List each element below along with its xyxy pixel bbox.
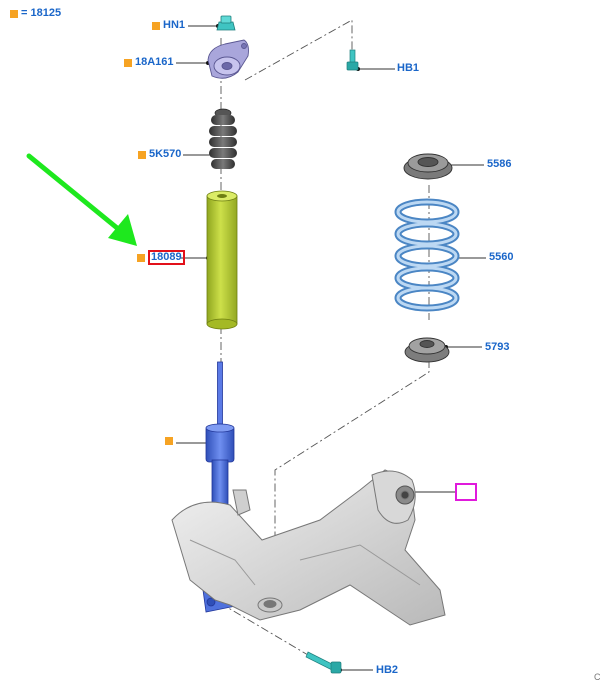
- shock-sleeve-part: [206, 190, 238, 330]
- callout-label-highlighted: 18089: [148, 250, 185, 265]
- green-arrow-icon: [26, 153, 137, 246]
- callout-bump-stop[interactable]: 5K570: [138, 148, 181, 161]
- callout-label: 18A161: [135, 56, 174, 68]
- callout-lower-seat[interactable]: 5793: [485, 341, 509, 354]
- legend-header: = 18125: [10, 7, 61, 20]
- bolt-hb2-part: [305, 651, 342, 674]
- spring-highlight: [396, 200, 458, 310]
- callout-spring[interactable]: 5560: [489, 251, 513, 264]
- marker-square-icon: [137, 253, 145, 262]
- leader-lines: [176, 25, 486, 671]
- top-mount-part: [207, 39, 249, 79]
- nut-part: [216, 15, 236, 31]
- callout-label: HB1: [397, 62, 420, 74]
- marker-square-icon: [152, 21, 160, 30]
- upper-seat-part: [403, 153, 453, 180]
- lower-seat-part: [404, 337, 450, 363]
- callout-strut-marker[interactable]: [165, 437, 173, 445]
- marker-square-icon: [10, 9, 18, 18]
- callout-label: 5K570: [149, 148, 182, 160]
- callout-upper-seat[interactable]: 5586: [487, 158, 511, 171]
- callout-hb2[interactable]: HB2: [376, 664, 398, 677]
- callout-hb1[interactable]: HB1: [397, 62, 419, 75]
- callout-label: 5560: [489, 251, 514, 263]
- marker-square-icon: [138, 150, 146, 159]
- callout-top-mount[interactable]: 18A161: [124, 56, 174, 69]
- suspension-arm-part: [171, 469, 446, 626]
- marker-square-icon: [165, 437, 173, 445]
- info-link-button[interactable]: [455, 483, 477, 501]
- legend-text: = 18125: [21, 7, 62, 19]
- callout-label: HN1: [163, 19, 186, 31]
- bolt-hb1-part: [346, 49, 359, 71]
- callout-label: 5793: [485, 341, 510, 353]
- corner-mark: C: [594, 672, 600, 682]
- callout-label: HB2: [376, 664, 399, 676]
- bump-stop-part: [209, 108, 237, 169]
- callout-shock[interactable]: 18089: [137, 250, 185, 265]
- callout-hn1[interactable]: HN1: [152, 19, 185, 32]
- marker-square-icon: [124, 58, 132, 67]
- callout-label: 5586: [487, 158, 512, 170]
